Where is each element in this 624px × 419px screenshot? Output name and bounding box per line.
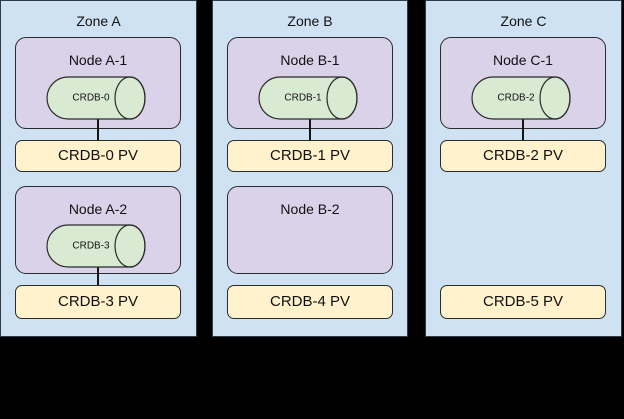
- connector-line: [97, 119, 99, 141]
- pv-box-crdb-5: CRDB-5 PV: [440, 285, 606, 319]
- zone-b: Zone B Node B-1 CRDB-1 CRDB-1 PV Node B-…: [212, 0, 408, 337]
- pv-box-crdb-1: CRDB-1 PV: [227, 140, 393, 172]
- node-c1-label: Node C-1: [493, 52, 553, 68]
- db-cylinder-label: CRDB-2: [497, 93, 535, 104]
- zone-b-label: Zone B: [287, 13, 333, 29]
- zone-c: Zone C Node C-1 CRDB-2 CRDB-2 PV CRDB-5 …: [425, 0, 622, 337]
- db-cylinder-label: CRDB-1: [284, 93, 322, 104]
- db-cylinder-icon: CRDB-1: [258, 76, 358, 120]
- pv-box-crdb-0: CRDB-0 PV: [15, 140, 181, 172]
- db-cylinder-icon: CRDB-2: [471, 76, 571, 120]
- zone-a-label: Zone A: [76, 13, 121, 29]
- node-b2-label: Node B-2: [280, 201, 340, 217]
- db-cylinder-label: CRDB-3: [72, 241, 110, 252]
- pv-box-crdb-4: CRDB-4 PV: [227, 285, 393, 319]
- node-b2: Node B-2: [227, 186, 393, 274]
- pv-box-crdb-3: CRDB-3 PV: [15, 285, 181, 319]
- node-b1-label: Node B-1: [280, 52, 340, 68]
- node-a2-label: Node A-2: [68, 201, 128, 217]
- db-cylinder-icon: CRDB-3: [46, 224, 146, 268]
- pv-box-crdb-2: CRDB-2 PV: [440, 140, 606, 172]
- db-cylinder-label: CRDB-0: [72, 93, 110, 104]
- connector-line: [309, 119, 311, 141]
- node-a1-label: Node A-1: [68, 52, 128, 68]
- db-cylinder-icon: CRDB-0: [46, 76, 146, 120]
- connector-line: [522, 119, 524, 141]
- connector-line: [97, 267, 99, 286]
- zone-c-label: Zone C: [500, 13, 547, 29]
- zone-a: Zone A Node A-1 CRDB-0 CRDB-0 PV Node A-…: [0, 0, 197, 337]
